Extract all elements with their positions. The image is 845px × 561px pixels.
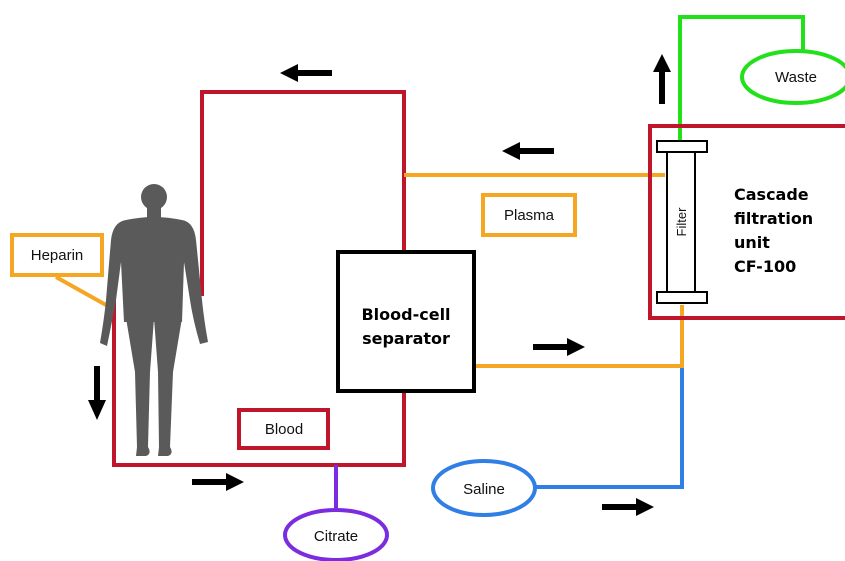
plasma-circuit	[404, 173, 684, 368]
blood-box	[237, 408, 330, 450]
waste-ellipse	[740, 49, 845, 105]
arrow-down-icon	[88, 366, 106, 420]
saline-line	[535, 368, 684, 489]
arrow-left-icon	[280, 64, 332, 82]
saline-label: Saline	[463, 481, 505, 498]
unit-label-line2: filtration	[734, 209, 813, 228]
unit-label-line1: Cascade	[734, 185, 809, 204]
citrate-label: Citrate	[314, 528, 358, 545]
flow-arrows	[88, 54, 671, 516]
blood-line-draw	[112, 300, 406, 467]
blood-circuit	[112, 90, 406, 467]
separator-label-line1: Blood-cell	[361, 305, 450, 324]
blood-label: Blood	[265, 421, 303, 438]
blood-cell-separator: Blood-cell separator	[336, 250, 476, 393]
heparin-box	[10, 233, 104, 277]
saline-ellipse	[431, 459, 537, 517]
waste-label: Waste	[775, 69, 817, 86]
plasma-line-to-filter	[476, 305, 684, 368]
cascade-filtration-unit-box	[648, 124, 845, 320]
heparin-connector	[55, 275, 107, 307]
filter-top-cap	[656, 140, 708, 153]
filter-label: Filter	[674, 207, 689, 237]
cascade-unit-label: Cascade filtration unit CF-100	[734, 185, 813, 276]
person-icon	[100, 184, 208, 456]
heparin-label: Heparin	[31, 247, 84, 264]
plasma-box	[481, 193, 577, 237]
unit-label-line3: unit	[734, 233, 770, 252]
citrate-ellipse	[283, 508, 389, 561]
filter-bottom-cap	[656, 291, 708, 304]
separator-label-line2: separator	[362, 329, 450, 348]
waste-line	[678, 15, 805, 142]
unit-label-line4: CF-100	[734, 257, 796, 276]
filter: Filter	[656, 140, 708, 304]
arrow-up-icon	[653, 54, 671, 104]
arrow-right-icon	[602, 498, 654, 516]
separator-box	[336, 250, 476, 393]
blood-line-return	[200, 90, 406, 296]
plasma-label: Plasma	[504, 207, 555, 224]
arrow-right-icon	[192, 473, 244, 491]
arrow-left-icon	[502, 142, 554, 160]
arrow-right-icon	[533, 338, 585, 356]
